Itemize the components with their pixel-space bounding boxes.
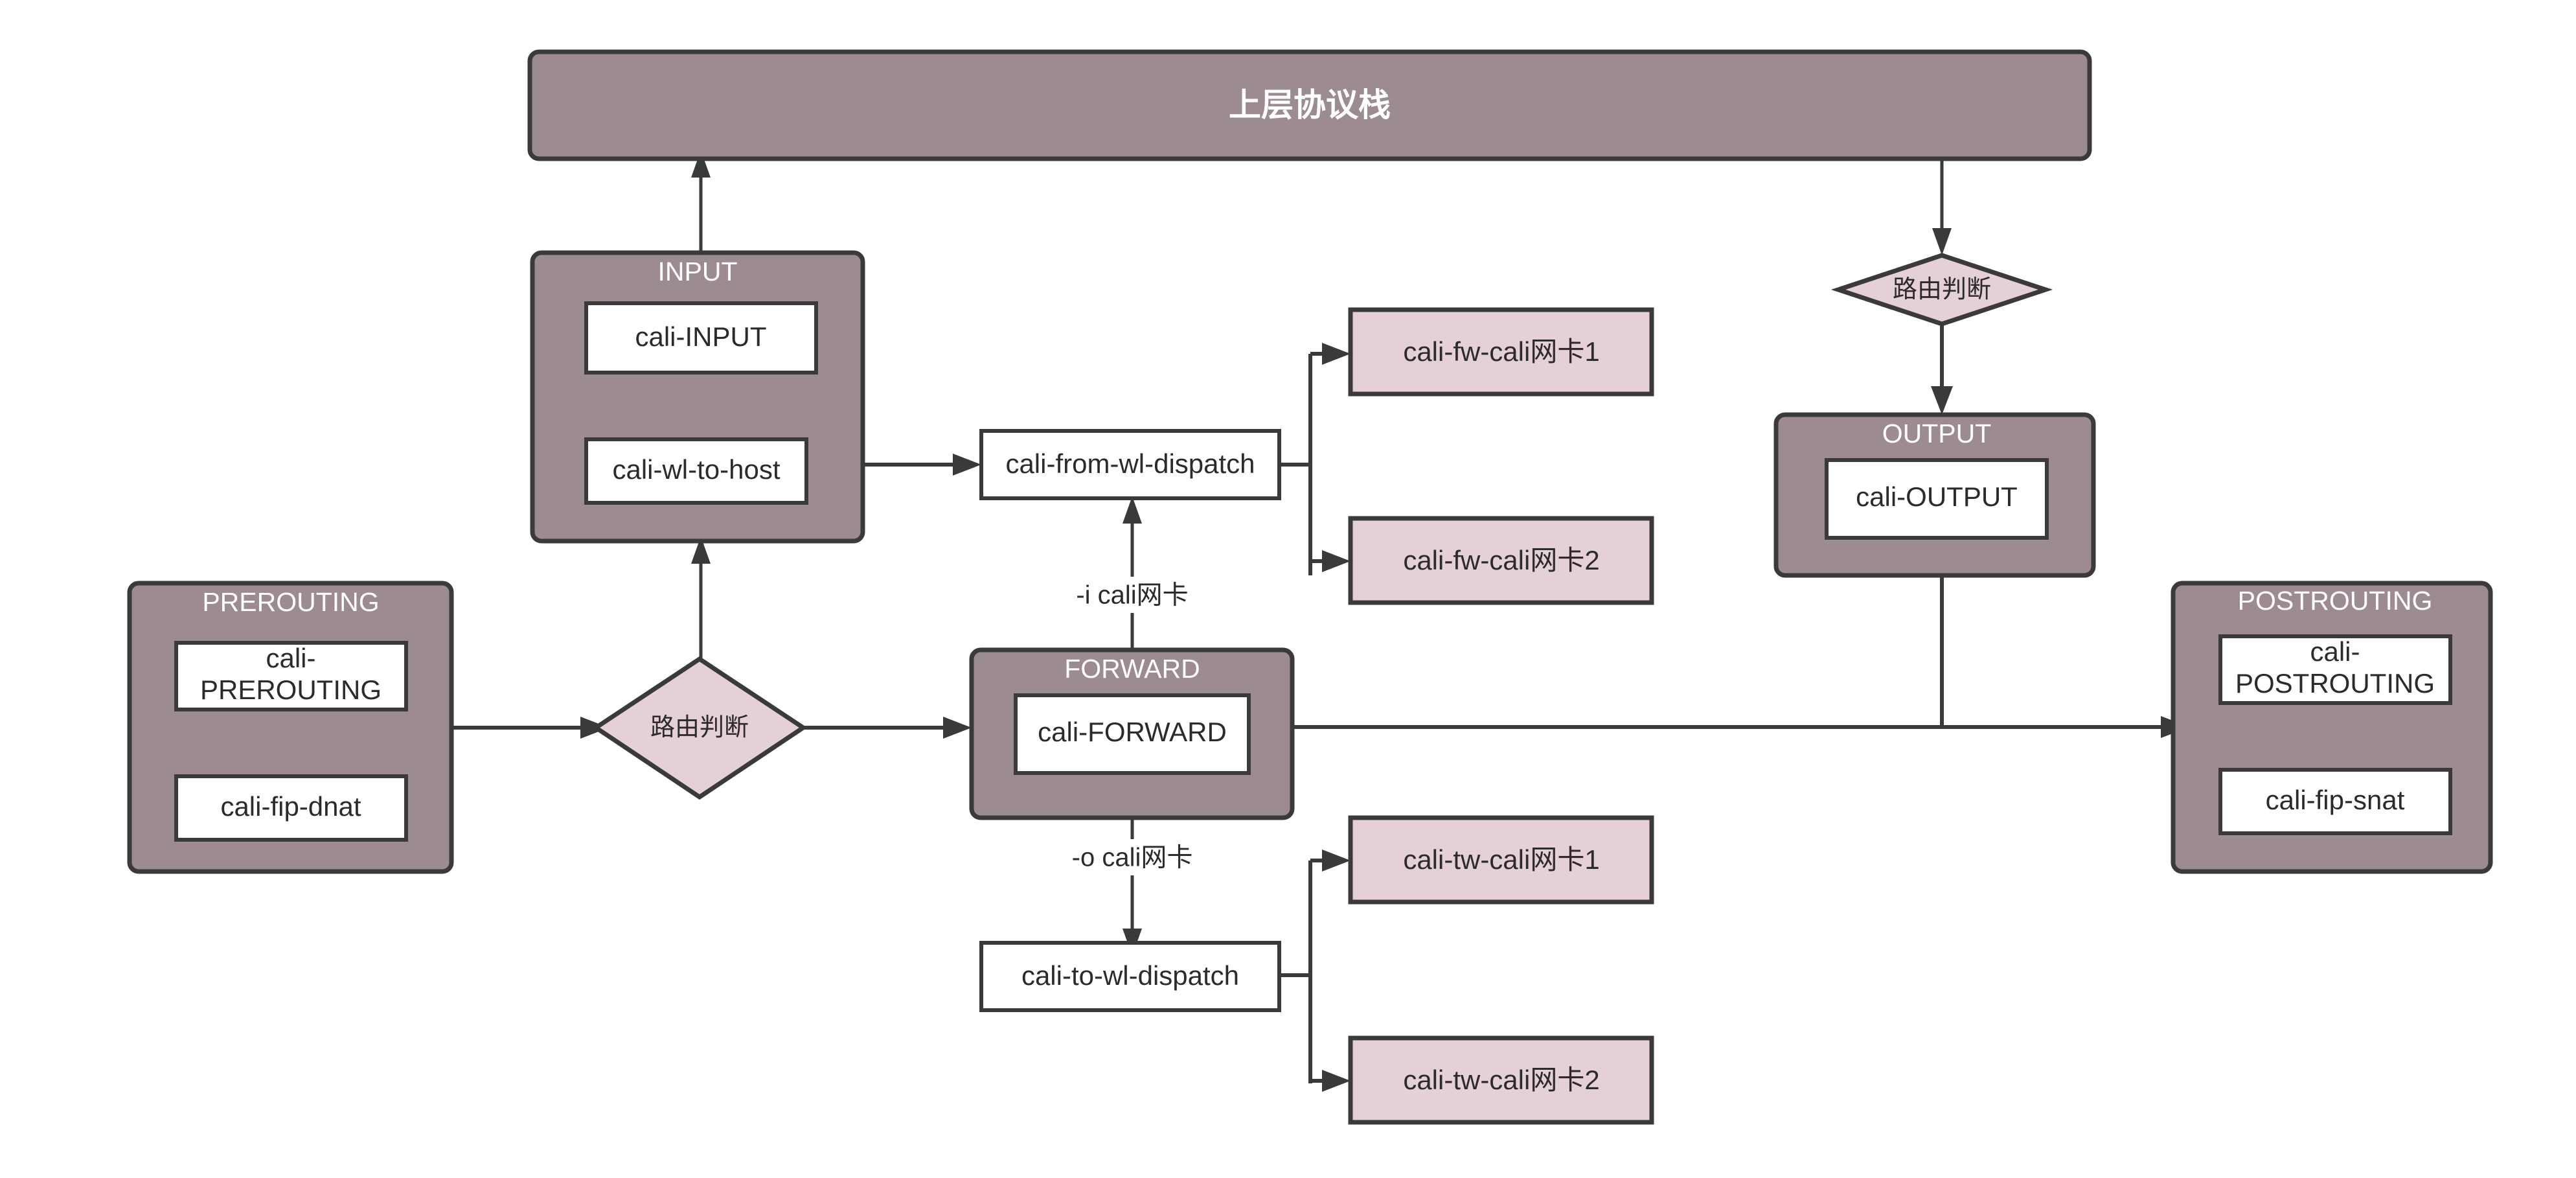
group-forward[interactable]: FORWARD cali-FORWARD <box>969 647 1295 820</box>
decision-route-right-label: 路由判断 <box>1893 276 1991 303</box>
banner-label: 上层协议栈 <box>1229 87 1391 123</box>
edge-label-in-iface-bg <box>1043 577 1224 613</box>
edge-label-out-iface: -o cali网卡 <box>1043 839 1224 875</box>
group-input-title: INPUT <box>658 257 738 286</box>
chain-cali-prerouting-rect[interactable] <box>174 641 408 711</box>
edge-from-wl-dispatch-branch <box>1279 343 1351 575</box>
chain-cali-input-rect[interactable] <box>584 301 818 375</box>
node-cali-tw-nic2-label: cali-tw-cali网卡2 <box>1403 1065 1599 1095</box>
edge-forward-to-from-wl-dispatch <box>1123 496 1142 650</box>
chain-cali-postrouting-label-line1: cali- <box>2310 636 2360 667</box>
chain-cali-wl-to-host-rect[interactable] <box>584 437 808 505</box>
chain-cali-output-label: cali-OUTPUT <box>1856 481 2018 512</box>
banner-rect <box>527 49 2092 161</box>
node-cali-from-wl-dispatch-rect <box>979 429 1281 500</box>
group-output[interactable]: OUTPUT cali-OUTPUT <box>1773 412 2096 578</box>
chain-cali-forward-rect[interactable] <box>1014 693 1251 775</box>
node-cali-fw-nic2[interactable]: cali-fw-cali网卡2 <box>1348 516 1654 605</box>
node-cali-tw-nic1-label: cali-tw-cali网卡1 <box>1403 844 1599 875</box>
edge-label-out-iface-bg <box>1043 839 1224 875</box>
node-cali-fw-nic1-rect <box>1348 307 1654 397</box>
decision-route-left[interactable]: 路由判断 <box>591 656 808 800</box>
group-input[interactable]: INPUT cali-INPUT cali-wl-to-host <box>530 250 865 544</box>
chain-cali-postrouting-label-line2: POSTROUTING <box>2235 668 2435 699</box>
chain-cali-fip-snat-rect[interactable] <box>2218 768 2452 835</box>
chain-cali-wl-to-host-label: cali-wl-to-host <box>612 454 780 485</box>
node-cali-to-wl-dispatch-label: cali-to-wl-dispatch <box>1021 960 1239 991</box>
node-cali-tw-nic2[interactable]: cali-tw-cali网卡2 <box>1348 1035 1654 1125</box>
node-cali-tw-nic1[interactable]: cali-tw-cali网卡1 <box>1348 815 1654 905</box>
chain-cali-forward-label: cali-FORWARD <box>1038 717 1227 747</box>
edge-route-left-to-forward <box>803 717 972 739</box>
node-cali-fw-nic2-rect <box>1348 516 1654 605</box>
node-cali-tw-nic1-rect <box>1348 815 1654 905</box>
edge-prerouting-to-route-left <box>451 717 609 739</box>
edge-to-wl-dispatch-branch <box>1279 849 1351 1092</box>
decision-route-right-shape <box>1830 253 2053 327</box>
group-output-title: OUTPUT <box>1882 419 1992 448</box>
edge-route-left-to-input <box>691 537 711 659</box>
edge-banner-to-route-right <box>1932 159 1952 255</box>
node-cali-from-wl-dispatch[interactable]: cali-from-wl-dispatch <box>979 429 1281 500</box>
decision-route-right[interactable]: 路由判断 <box>1830 253 2053 327</box>
node-cali-fw-nic1-label: cali-fw-cali网卡1 <box>1403 336 1599 367</box>
edge-input-to-banner <box>691 150 711 253</box>
node-cali-fw-nic1[interactable]: cali-fw-cali网卡1 <box>1348 307 1654 397</box>
chain-cali-fip-dnat-rect[interactable] <box>174 774 408 842</box>
node-cali-to-wl-dispatch-rect <box>979 941 1281 1012</box>
chain-cali-output-rect[interactable] <box>1825 458 2049 540</box>
node-cali-tw-nic2-rect <box>1348 1035 1654 1125</box>
chain-cali-prerouting-label-line1: cali- <box>266 643 315 673</box>
group-prerouting-title: PREROUTING <box>202 587 379 617</box>
chain-cali-fip-snat-label: cali-fip-snat <box>2266 785 2405 815</box>
edge-label-in-iface: -i cali网卡 <box>1043 577 1224 613</box>
decision-route-left-label: 路由判断 <box>650 714 749 741</box>
chain-cali-postrouting-rect[interactable] <box>2218 634 2452 705</box>
node-cali-to-wl-dispatch[interactable]: cali-to-wl-dispatch <box>979 941 1281 1012</box>
edge-forward-to-postrouting <box>1292 716 2189 738</box>
decision-route-left-shape <box>591 656 808 800</box>
group-forward-title: FORWARD <box>1064 654 1200 684</box>
edge-label-out-iface-text: -o cali网卡 <box>1072 844 1193 872</box>
group-prerouting[interactable]: PREROUTING cali- PREROUTING cali-fip-dna… <box>127 581 454 874</box>
chain-cali-fip-dnat-label: cali-fip-dnat <box>220 791 361 822</box>
edge-forward-to-to-wl-dispatch <box>1123 818 1142 956</box>
upper-protocol-stack-banner[interactable]: 上层协议栈 <box>527 49 2092 161</box>
node-cali-from-wl-dispatch-label: cali-from-wl-dispatch <box>1005 448 1255 479</box>
chain-cali-input-label: cali-INPUT <box>635 321 766 352</box>
group-postrouting-title: POSTROUTING <box>2238 586 2433 616</box>
node-cali-fw-nic2-label: cali-fw-cali网卡2 <box>1403 545 1599 575</box>
group-postrouting[interactable]: POSTROUTING cali- POSTROUTING cali-fip-s… <box>2171 581 2493 874</box>
edge-route-right-to-output <box>1931 324 1953 415</box>
edge-label-in-iface-text: -i cali网卡 <box>1076 581 1188 610</box>
chain-cali-prerouting-label-line2: PREROUTING <box>200 675 382 705</box>
